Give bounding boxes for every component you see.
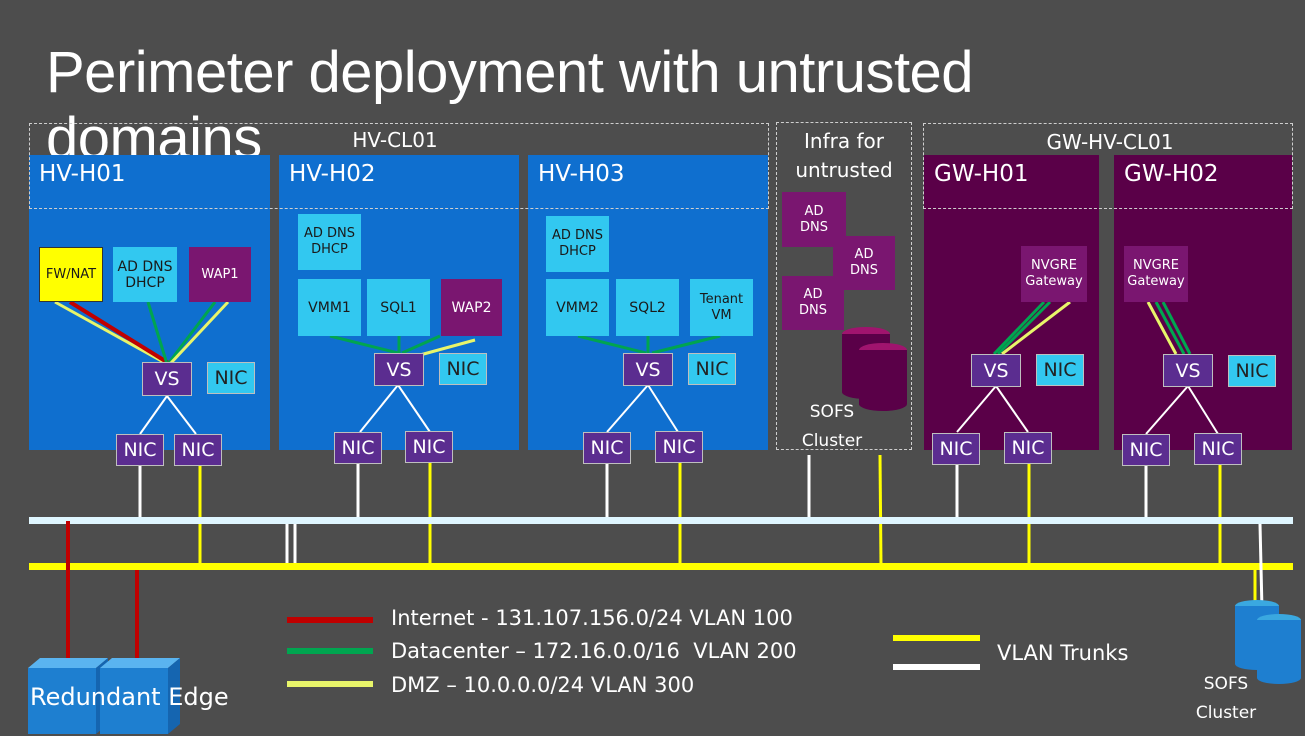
vm-vmm2: VMM2: [546, 279, 609, 336]
cluster-infra-label: Infra for untrusted: [795, 129, 893, 182]
edge-label: Redundant Edge: [30, 683, 229, 711]
vm-wap1: WAP1: [189, 247, 251, 302]
vm-ad-dns-dhcp: AD DNS DHCP: [298, 214, 361, 270]
virtual-switch: VS: [374, 353, 424, 386]
vm-ad-dns-dhcp: AD DNS DHCP: [546, 216, 609, 272]
virtual-switch: VS: [971, 354, 1021, 387]
nic-host-facing: NIC: [688, 353, 736, 385]
vm-nvgre-gateway: NVGRE Gateway: [1124, 246, 1188, 302]
legend-vlan-trunks: VLAN Trunks: [997, 641, 1129, 665]
nic-physical: NIC: [1194, 433, 1242, 465]
host-label: GW-H01: [934, 161, 1029, 187]
cluster-gw-hv-cl01: [923, 123, 1293, 209]
sofs-storage-icon: [1235, 600, 1301, 684]
host-gw-h02: GW-H02: [1114, 155, 1292, 450]
vm-tenant: Tenant VM: [690, 279, 753, 336]
legend-datacenter: Datacenter – 172.16.0.0/16 VLAN 200: [391, 639, 797, 663]
cluster-hv-cl01-label: HV-CL01: [352, 128, 438, 152]
host-label: GW-H02: [1124, 161, 1219, 187]
page-title: Perimeter deployment with untrusted doma…: [46, 40, 974, 171]
vm-ad-dns: AD DNS: [782, 276, 844, 330]
virtual-switch: VS: [623, 353, 673, 386]
cluster-gw-label: GW-HV-CL01: [1046, 130, 1174, 154]
virtual-switch: VS: [142, 362, 192, 396]
legend-dmz: DMZ – 10.0.0.0/24 VLAN 300: [391, 673, 695, 697]
sofs-label: SOFS Cluster: [1195, 674, 1257, 723]
nic-physical: NIC: [405, 431, 453, 463]
vm-sql2: SQL2: [616, 279, 679, 336]
nic-host-facing: NIC: [1228, 355, 1276, 387]
vm-fw-nat: FW/NAT: [39, 247, 103, 302]
nic-physical: NIC: [1004, 432, 1052, 464]
host-label: HV-H01: [39, 161, 126, 187]
virtual-switch: VS: [1163, 354, 1213, 387]
nic-physical: NIC: [655, 431, 703, 463]
vm-wap2: WAP2: [441, 279, 502, 336]
nic-physical: NIC: [116, 434, 164, 466]
nic-host-facing: NIC: [439, 353, 487, 385]
nic-physical: NIC: [932, 433, 980, 465]
legend-internet: Internet - 131.107.156.0/24 VLAN 100: [391, 606, 793, 630]
edge-router-icon: [28, 658, 180, 734]
cluster-infra: [776, 122, 912, 450]
host-label: HV-H03: [538, 161, 625, 187]
nic-host-facing: NIC: [1036, 354, 1084, 386]
vm-vmm1: VMM1: [298, 279, 361, 336]
nic-physical: NIC: [334, 432, 382, 464]
nic-physical: NIC: [1122, 434, 1170, 466]
nic-physical: NIC: [174, 434, 222, 466]
sofs-storage-icon: [842, 327, 907, 411]
nic-host-facing: NIC: [207, 362, 255, 394]
cluster-hv-cl01: [29, 123, 769, 209]
vm-sql1: SQL1: [367, 279, 430, 336]
nic-physical: NIC: [583, 432, 631, 464]
host-label: HV-H02: [289, 161, 376, 187]
host-hv-h01: HV-H01: [29, 155, 270, 450]
sofs-label: SOFS Cluster: [801, 402, 863, 451]
vm-ad-dns-dhcp: AD DNS DHCP: [113, 247, 177, 302]
vm-nvgre-gateway: NVGRE Gateway: [1021, 246, 1087, 302]
